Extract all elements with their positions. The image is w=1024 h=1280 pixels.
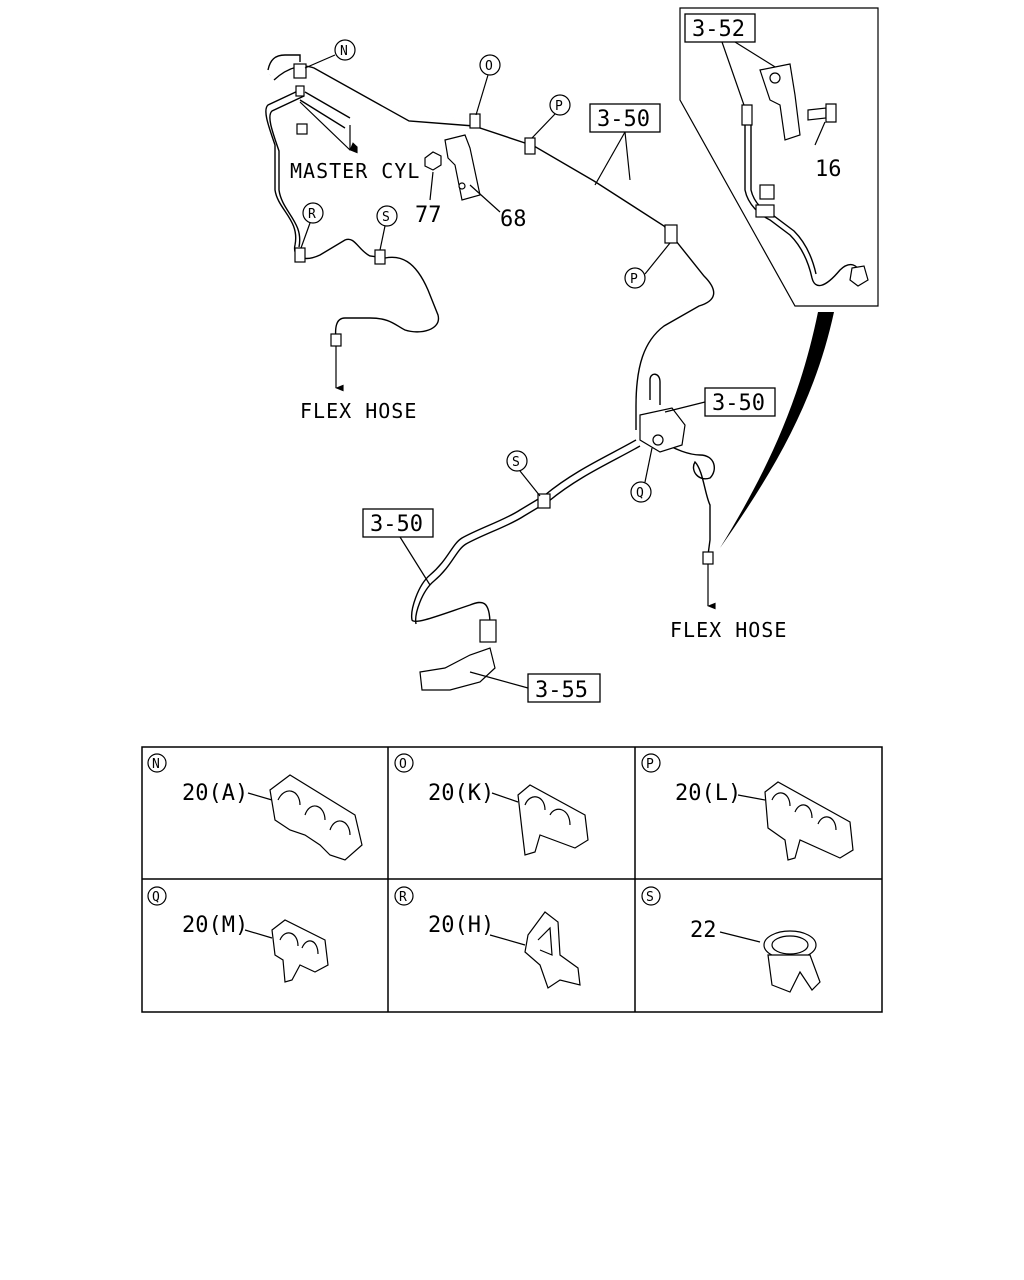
svg-text:22: 22: [690, 918, 717, 943]
svg-text:S: S: [512, 455, 520, 470]
callout-q: Q: [630, 447, 653, 503]
flex-hose-connections: [299, 101, 716, 610]
svg-text:20(H): 20(H): [428, 913, 494, 938]
secondary-brake-line: [265, 89, 440, 341]
inset-detail-3-52: 3-52 16: [679, 7, 879, 307]
svg-text:20(L): 20(L): [675, 781, 741, 806]
master-cyl-fittings: [293, 63, 308, 135]
rear-brake-line: [411, 439, 641, 626]
junction-block: [639, 373, 686, 453]
flex-hose-label-right: FLEX HOSE: [670, 618, 787, 642]
svg-text:Q: Q: [152, 890, 160, 905]
svg-text:N: N: [340, 44, 348, 59]
flex-hose-label-left: FLEX HOSE: [300, 399, 417, 423]
clip-20h-icon: [524, 911, 581, 989]
detail-cell-r: R 20(H): [394, 886, 581, 989]
ref-box-3-55[interactable]: 3-55: [469, 671, 601, 703]
leader-77: [429, 171, 434, 201]
detail-table: N 20(A) O 20(K) P 20(L): [141, 746, 883, 1013]
svg-text:20(A): 20(A): [182, 781, 248, 806]
ref-box-3-52[interactable]: 3-52: [684, 13, 781, 109]
part-number-16: 16: [815, 157, 842, 182]
leader-68: [469, 184, 501, 213]
svg-text:20(K): 20(K): [428, 781, 494, 806]
clip-20k-icon: [517, 784, 589, 856]
callout-n: N: [304, 39, 356, 69]
svg-text:20(M): 20(M): [182, 913, 248, 938]
callout-s1: S: [376, 205, 398, 251]
bracket-68: [444, 134, 481, 201]
svg-text:R: R: [399, 890, 407, 905]
clip-20a-icon: [269, 774, 363, 861]
svg-text:3-52: 3-52: [692, 17, 745, 42]
callout-p1: P: [531, 94, 571, 139]
ref-box-3-50-mid[interactable]: 3-50: [664, 387, 776, 417]
part-number-68: 68: [500, 207, 527, 232]
detail-cell-s: S 22: [641, 886, 821, 993]
svg-text:P: P: [646, 757, 654, 772]
callout-o: O: [475, 54, 501, 116]
svg-text:O: O: [485, 59, 493, 74]
detail-cell-n: N 20(A): [147, 753, 363, 861]
clip-20l-icon: [764, 781, 854, 861]
svg-text:P: P: [555, 99, 563, 114]
detail-cell-o: O 20(K): [394, 753, 589, 856]
svg-text:O: O: [399, 757, 407, 772]
line-clips: [294, 113, 678, 643]
callout-r: R: [300, 202, 324, 249]
detail-cell-p: P 20(L): [641, 753, 854, 861]
svg-text:P: P: [630, 272, 638, 287]
inset-pointer: [720, 312, 834, 548]
nut-77: [424, 151, 442, 171]
callout-p2: P: [624, 242, 671, 289]
svg-text:S: S: [382, 210, 390, 225]
master-cyl-label: MASTER CYL: [290, 159, 420, 183]
svg-text:3-50: 3-50: [370, 512, 423, 537]
ref-box-3-50-top[interactable]: 3-50: [589, 103, 661, 186]
svg-text:3-55: 3-55: [535, 678, 588, 703]
clip-22-icon: [763, 930, 821, 993]
svg-text:N: N: [152, 757, 160, 772]
svg-text:3-50: 3-50: [712, 391, 765, 416]
ref-box-3-50-left[interactable]: 3-50: [362, 508, 434, 586]
clip-20m-icon: [271, 919, 329, 983]
bracket-3-55: [419, 647, 496, 691]
callout-s2: S: [506, 450, 541, 497]
part-number-77: 77: [415, 203, 442, 228]
svg-text:3-50: 3-50: [597, 107, 650, 132]
svg-text:S: S: [646, 890, 654, 905]
svg-text:R: R: [308, 207, 316, 222]
detail-cell-q: Q 20(M): [147, 886, 329, 983]
right-brake-line: [659, 439, 716, 556]
svg-text:Q: Q: [636, 486, 644, 501]
